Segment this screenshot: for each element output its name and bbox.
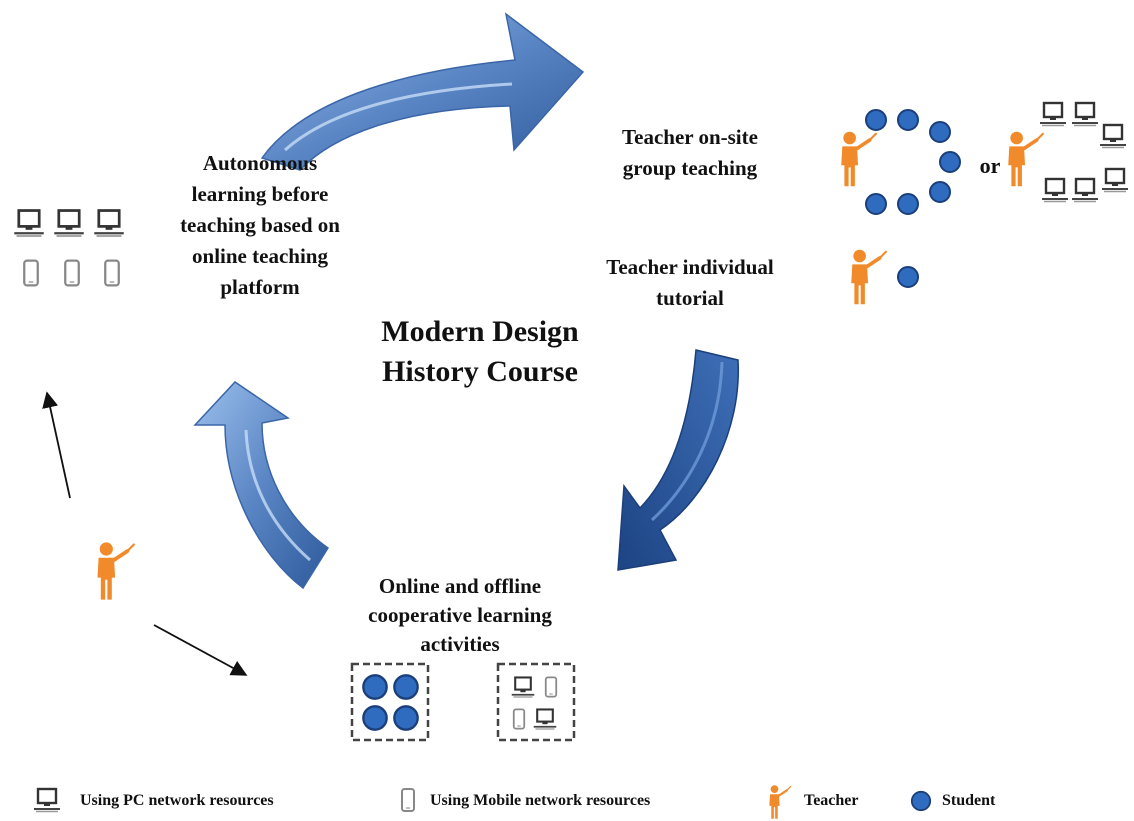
mobile-icon (64, 259, 80, 287)
label-line: Teacher on-site (622, 125, 758, 149)
label-line: Autonomous (202, 151, 318, 175)
teacher-icon (95, 540, 136, 602)
mobile-icon (512, 708, 526, 730)
student-icon (865, 109, 887, 131)
mobile-icon (400, 787, 416, 813)
label-line: cooperative learning (368, 603, 552, 627)
pc-icon (510, 676, 536, 699)
student-icon (929, 121, 951, 143)
cycle-arrow-right (617, 349, 740, 571)
pc-icon (1098, 123, 1128, 149)
pc-icon (1040, 177, 1070, 203)
individual-tutorial-group (849, 247, 919, 307)
student-icon (929, 181, 951, 203)
pc-icon (92, 209, 126, 238)
teacher-icon (768, 784, 792, 820)
autonomous-learning-label: Autonomous learning before teaching base… (140, 148, 380, 303)
student-icon (393, 674, 419, 700)
pc-icon (1070, 101, 1100, 127)
student-icon (362, 674, 388, 700)
pc-icon (32, 787, 62, 813)
student-icon (897, 193, 919, 215)
label-line: teaching based on (180, 213, 340, 237)
student-icon (865, 193, 887, 215)
legend-pc-label: Using PC network resources (80, 792, 274, 809)
cooperative-online-group (496, 662, 576, 742)
mobile-icon (544, 676, 558, 698)
student-icon (897, 266, 919, 288)
teacher-icon (839, 129, 878, 189)
pc-icon (532, 708, 558, 731)
dashed-box (350, 662, 430, 742)
cycle-arrow-left (193, 381, 330, 590)
student-icon (910, 790, 932, 812)
arrow-teacher-to-autonomous (42, 391, 71, 499)
group-teaching-label: Teacher on-site group teaching (580, 122, 800, 184)
cycle-arrow-top (260, 12, 585, 171)
label-line: Online and offline (378, 574, 542, 598)
legend-teacher-label: Teacher (804, 792, 859, 809)
mobile-icon (23, 259, 39, 287)
label-line: learning before (191, 182, 329, 206)
student-icon (362, 705, 388, 731)
pc-icon (1070, 177, 1100, 203)
label-line: group teaching (622, 156, 758, 180)
label-line: platform (220, 275, 300, 299)
legend-student-label: Student (942, 792, 996, 809)
student-icon (897, 109, 919, 131)
group-teaching-online (1006, 101, 1130, 203)
pc-icon (52, 209, 86, 238)
student-icon (939, 151, 961, 173)
cooperative-learning-label: Online and offline cooperative learning … (320, 572, 600, 659)
pc-icon (1100, 167, 1130, 193)
teacher-icon (849, 247, 888, 307)
label-line: activities (420, 632, 500, 656)
center-title-line: Modern Design (381, 315, 579, 348)
legend-mobile-label: Using Mobile network resources (430, 792, 651, 809)
center-title-line: History Course (382, 355, 578, 388)
student-icon (393, 705, 419, 731)
pc-icon (12, 209, 46, 238)
or-label: or (979, 153, 1001, 178)
label-line: Teacher individual (606, 255, 774, 279)
center-title: Modern Design History Course (330, 312, 630, 392)
teacher-icon (1006, 129, 1045, 189)
arrow-teacher-to-cooperative (153, 624, 248, 676)
label-line: online teaching (192, 244, 328, 268)
autonomous-devices (12, 209, 126, 287)
group-teaching-students (839, 109, 961, 215)
mobile-icon (104, 259, 120, 287)
label-line: tutorial (656, 286, 724, 310)
dashed-box (496, 662, 576, 742)
cooperative-offline-group (350, 662, 430, 742)
individual-tutorial-label: Teacher individual tutorial (560, 252, 820, 314)
pc-icon (1038, 101, 1068, 127)
